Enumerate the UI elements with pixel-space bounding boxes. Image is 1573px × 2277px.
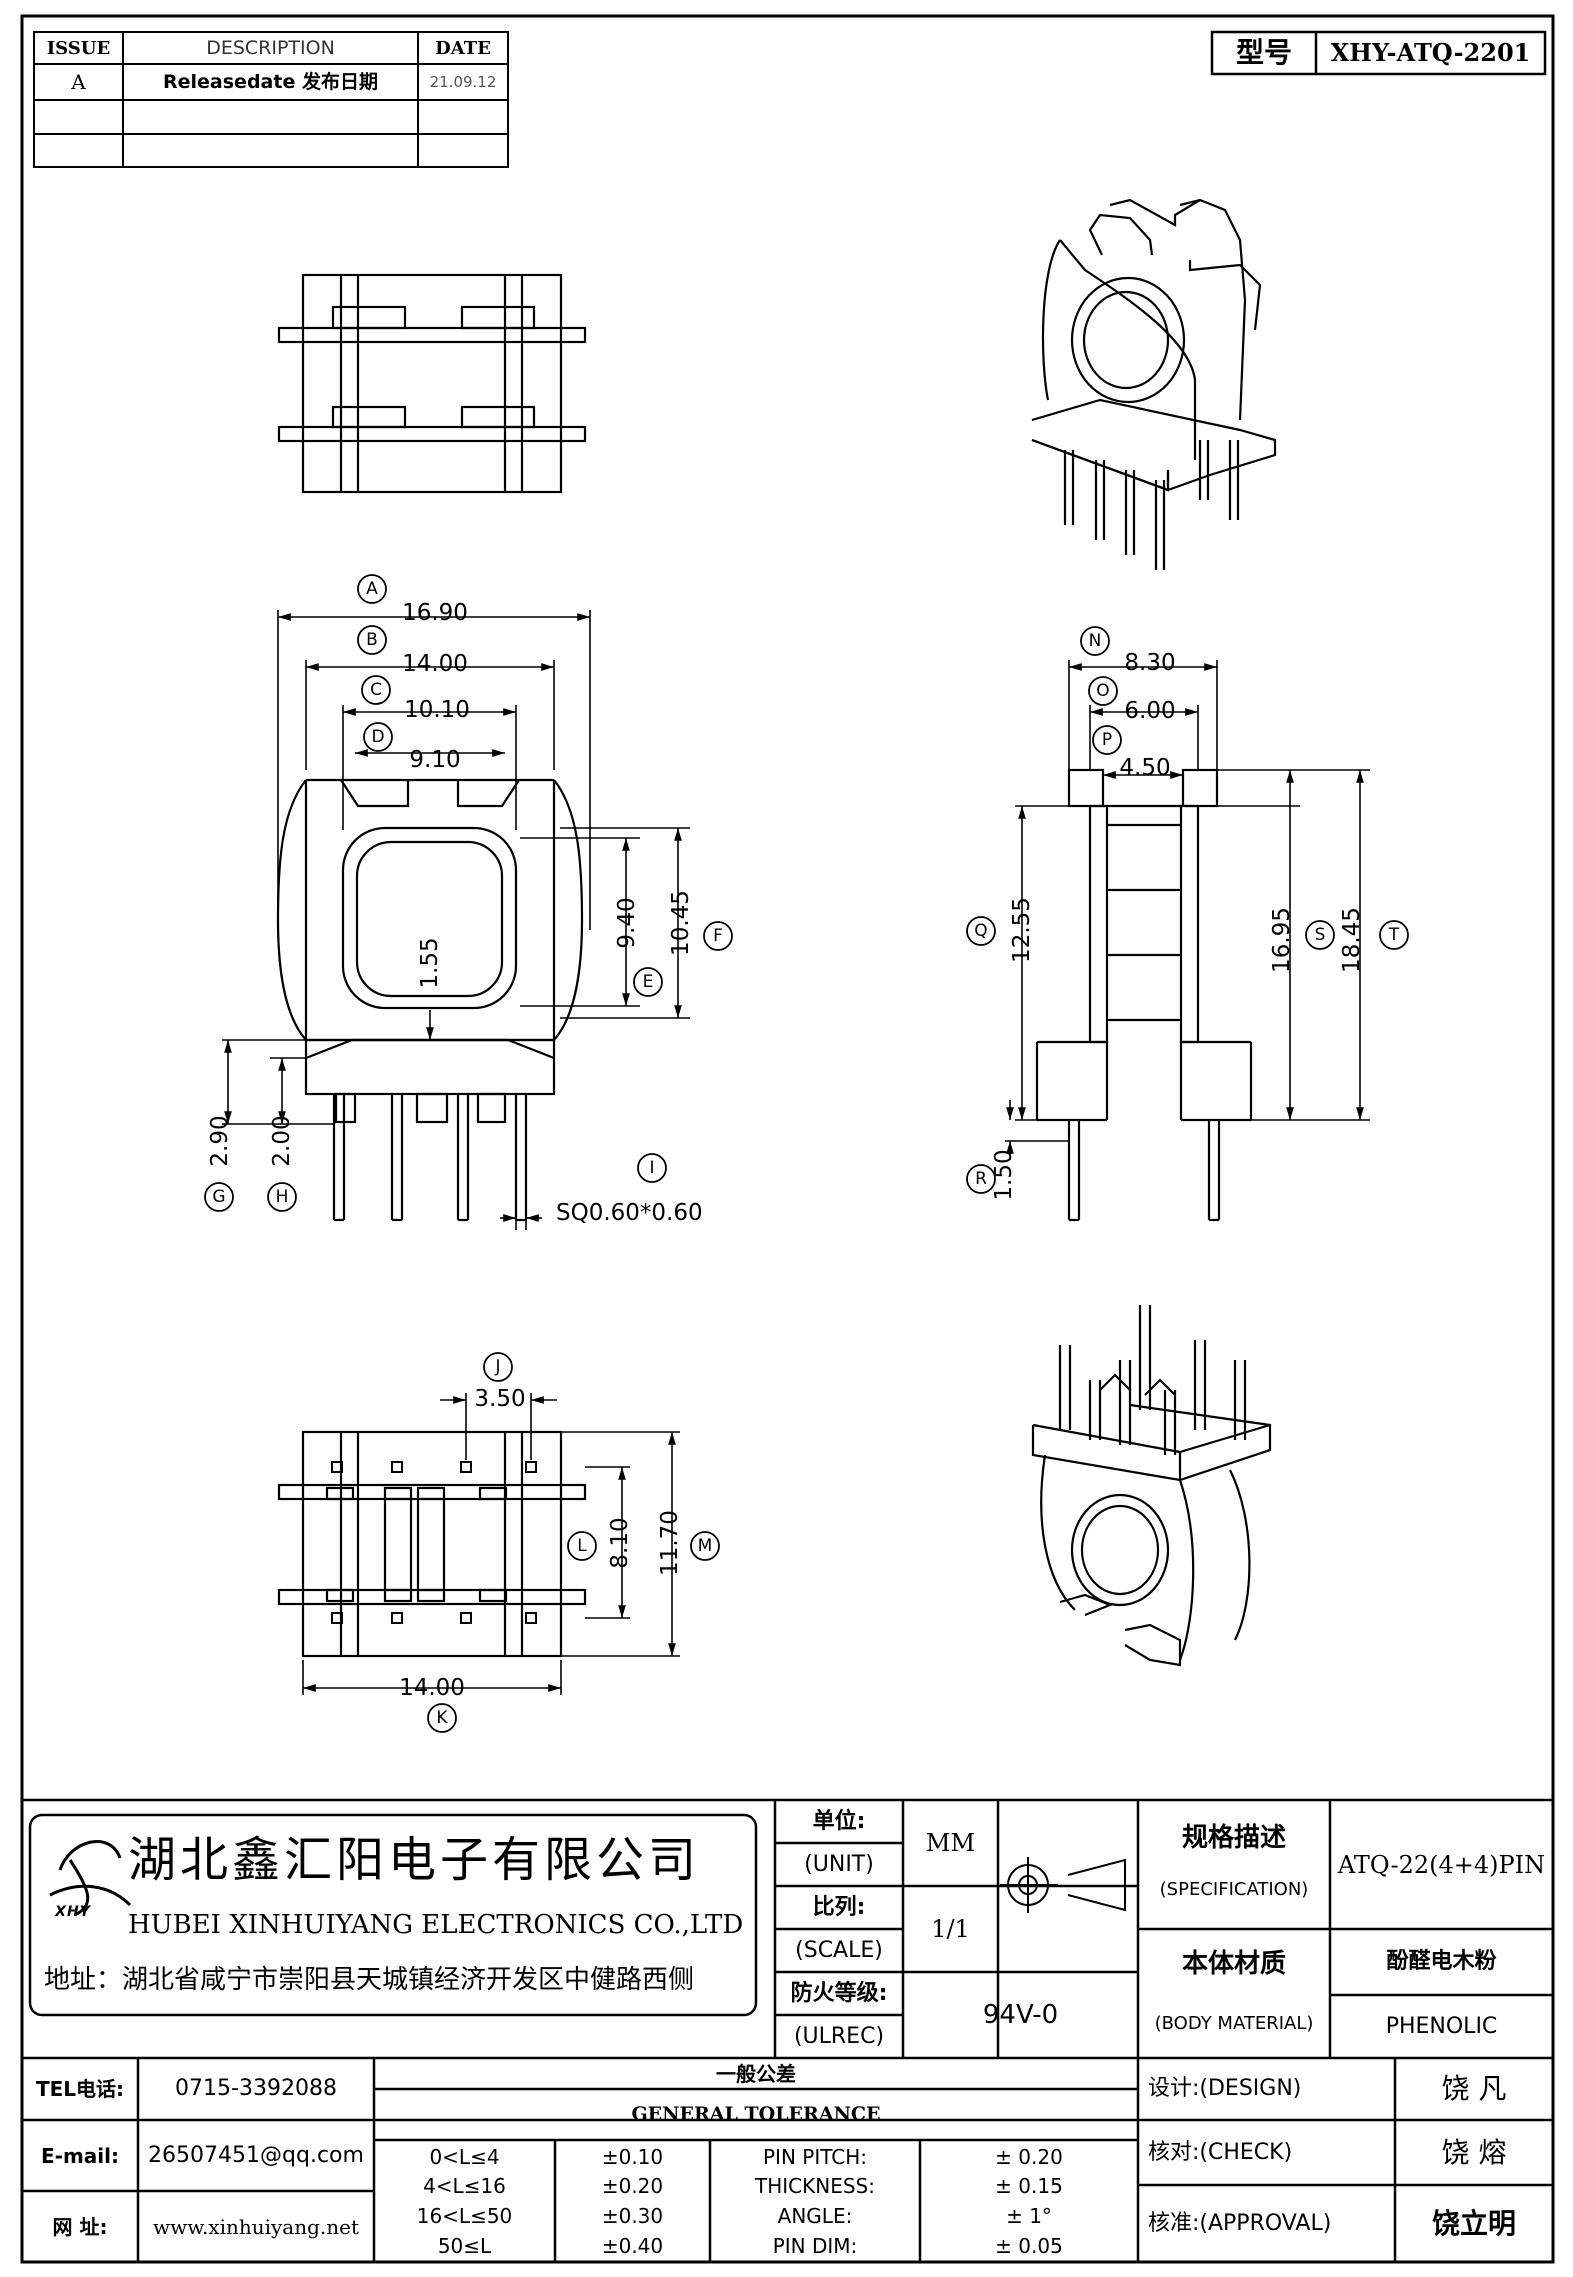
check-name: 饶 熔 [1441,2135,1507,2169]
tolerance-value: ±0.30 [601,2204,664,2228]
tolerance-item-value: ± 0.05 [995,2234,1063,2258]
fire-label-en: (ULREC) [793,2023,885,2049]
revision-row-date: 21.09.12 [429,72,497,91]
dim-h: 2.00 [268,1115,295,1167]
scale-value: 1/1 [931,1915,970,1943]
revision-row-issue: A [71,70,86,94]
revision-header-description: DESCRIPTION [206,37,335,59]
approval-name: 饶立明 [1431,2206,1516,2240]
dim-inner-radius: 1.55 [416,937,443,989]
material-value-cn: 酚醛电木粉 [1386,1949,1497,1974]
approval-label: 核准:(APPROVAL) [1148,2210,1332,2236]
company-logo-mark [49,1840,132,1917]
tolerance-title-en: GENERAL TOLERANCE [631,2103,881,2125]
tolerance-item: PIN DIM: [772,2234,858,2258]
scale-label-en: (SCALE) [795,1937,883,1963]
dim-g: 2.90 [206,1115,233,1167]
projection-symbol [1000,1857,1126,1913]
dim-s: 16.95 [1268,907,1295,973]
title-block-grid [22,1798,1553,2262]
tolerance-value: ±0.20 [601,2174,664,2198]
isometric-view-top [1031,198,1277,570]
revision-row-description: Releasedate 发布日期 [163,70,378,93]
front-view-dimensions [222,610,690,1230]
tolerance-range: 4<L≤16 [423,2174,506,2198]
website-value: www.xinhuiyang.net [152,2214,360,2239]
model-box-grid [1210,30,1547,76]
dim-o: 6.00 [1124,697,1176,724]
company-name-en: HUBEI XINHUIYANG ELECTRONICS CO.,LTD [128,1910,744,1940]
fire-value: 94V-0 [982,2000,1059,2030]
dim-f: 10.45 [667,890,694,956]
dim-b: 14.00 [402,650,468,677]
company-address: 地址：湖北省咸宁市崇阳县天城镇经济开发区中健路西侧 [44,1965,695,1995]
dim-i-pin-size: SQ0.60*0.60 [556,1199,703,1226]
dim-e: 9.40 [613,897,640,949]
material-value-en: PHENOLIC [1385,2013,1498,2039]
unit-value: MM [925,1829,976,1857]
revision-table-grid [33,31,509,168]
model-label: 型号 [1235,36,1292,69]
tolerance-value: ±0.40 [601,2234,664,2258]
tolerance-title-cn: 一般公差 [716,2061,796,2086]
fire-label-cn: 防火等级: [790,1980,888,2006]
dim-p: 4.50 [1119,754,1171,781]
design-label: 设计:(DESIGN) [1148,2076,1302,2101]
bottom-view [277,1430,587,1658]
company-logo-text: XHY [55,1904,91,1920]
front-view [276,778,584,1222]
dim-d: 9.10 [409,746,461,773]
dim-c: 10.10 [404,696,470,723]
email-value: 26507451@qq.com [148,2142,364,2168]
dim-a: 16.90 [402,599,468,626]
spec-label-cn: 规格描述 [1181,1823,1286,1853]
model-number: XHY-ATQ-2201 [1330,38,1531,67]
dim-m: 11.70 [656,1510,683,1576]
dim-l: 8.10 [606,1517,633,1569]
spec-value: ATQ-22(4+4)PIN [1337,1850,1546,1879]
dim-j: 3.50 [474,1385,526,1412]
unit-label-en: (UNIT) [804,1851,874,1877]
tel-value: 0715-3392088 [175,2076,337,2101]
revision-header-date: DATE [435,37,491,59]
company-name-cn: 湖北鑫汇阳电子有限公司 [128,1832,701,1888]
dim-t: 18.45 [1338,907,1365,973]
side-view [1035,768,1253,1222]
tolerance-item-value: ± 0.20 [995,2145,1063,2169]
unit-label-cn: 单位: [812,1808,866,1834]
dim-n: 8.30 [1124,649,1176,676]
spec-label-en: (SPECIFICATION) [1159,1879,1309,1900]
dim-k: 14.00 [399,1674,465,1701]
tel-label: TEL电话: [35,2077,125,2101]
bottom-view-dimensions [302,1393,680,1695]
tolerance-item: THICKNESS: [755,2174,875,2198]
tolerance-item: ANGLE: [777,2204,853,2228]
dim-r: 1.50 [990,1149,1017,1201]
isometric-view-bottom [1031,1305,1272,1667]
tolerance-value: ±0.10 [601,2145,664,2169]
revision-header-issue: ISSUE [46,37,111,59]
tolerance-item-value: ± 1° [1006,2204,1052,2228]
tolerance-item-value: ± 0.15 [995,2174,1063,2198]
check-label: 核对:(CHECK) [1148,2139,1293,2165]
tolerance-range: 0<L≤4 [429,2145,500,2169]
material-label-en: (BODY MATERIAL) [1154,2013,1314,2034]
material-label-cn: 本体材质 [1181,1949,1286,1979]
scale-label-cn: 比列: [812,1894,866,1920]
top-view [277,273,587,494]
dim-q: 12.55 [1008,897,1035,963]
email-label: E-mail: [40,2143,119,2168]
website-label: 网 址: [52,2214,108,2239]
tolerance-item: PIN PITCH: [762,2145,868,2169]
tolerance-range: 50≤L [437,2234,492,2258]
design-name: 饶 凡 [1441,2072,1507,2105]
bottom-view-pins [331,1461,537,1624]
tolerance-range: 16<L≤50 [416,2204,513,2228]
side-view-dimensions [1005,660,1370,1160]
